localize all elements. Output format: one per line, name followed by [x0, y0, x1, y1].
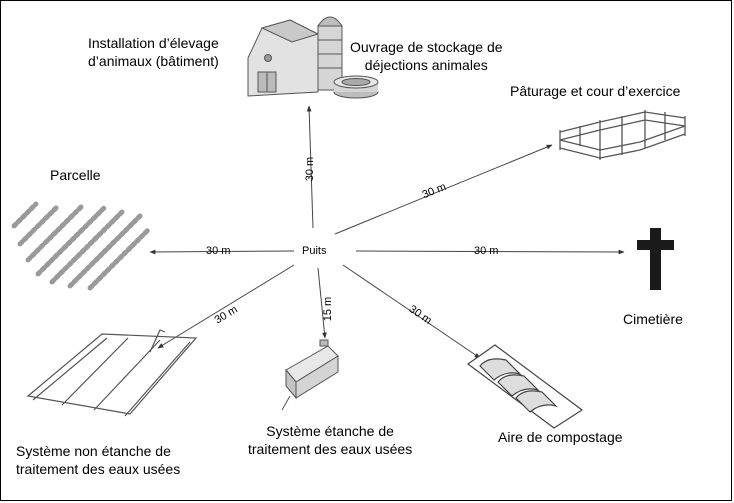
manure-storage-label-line-1: Ouvrage de stockage de [350, 39, 503, 55]
compost-label: Aire de compostage [498, 429, 623, 445]
unsealed-system-label-line-1: Système non étanche de [16, 443, 171, 459]
compost-windrows-icon [466, 344, 584, 429]
manure-storage-label-line-2: déjections animales [364, 57, 488, 73]
arrow-to-field [149, 249, 295, 255]
manure-storage-label: Ouvrage de stockage de déjections animal… [350, 38, 503, 74]
pasture-fence-icon [559, 110, 686, 160]
sealed-system-icon [281, 339, 339, 411]
unsealed-system-label-line-2: traitement des eaux usées [16, 461, 181, 477]
barn-icon [247, 16, 343, 97]
distance-to-cemetery: 30 m [474, 245, 499, 257]
distance-to-barn: 30 m [304, 156, 317, 182]
manure-storage-icon [333, 75, 379, 99]
pasture-label: Pâturage et cour d’exercice [510, 83, 681, 99]
unsealed-system-label: Système non étanche de traitement des ea… [16, 442, 180, 478]
arrow-to-cemetery [355, 249, 625, 255]
barn-label-line-1: Installation d’élevage [88, 35, 219, 51]
cemetery-cross-icon [637, 228, 674, 290]
unsealed-system-icon [26, 329, 198, 417]
field-label: Parcelle [50, 167, 101, 183]
well-label: Puits [302, 245, 327, 257]
arrow-to-barn [306, 105, 314, 229]
cemetery-label: Cimetière [623, 311, 683, 327]
arrow-to-compost [342, 264, 481, 359]
barn-label-line-2: d’animaux (bâtiment) [88, 53, 219, 69]
sealed-system-label: Système étanche de traitement des eaux u… [248, 422, 412, 458]
field-crops-icon [11, 201, 151, 291]
distance-to-field: 30 m [206, 245, 231, 257]
barn-label: Installation d’élevage d’animaux (bâtime… [88, 34, 219, 70]
sealed-system-label-line-1: Système étanche de [266, 423, 394, 439]
sealed-system-label-line-2: traitement des eaux usées [248, 441, 413, 457]
distance-to-sealed-system: 15 m [322, 296, 335, 322]
arrow-to-unsealed-system [157, 264, 295, 349]
arrow-to-sealed-system [317, 267, 327, 339]
arrow-to-pasture [334, 144, 553, 235]
